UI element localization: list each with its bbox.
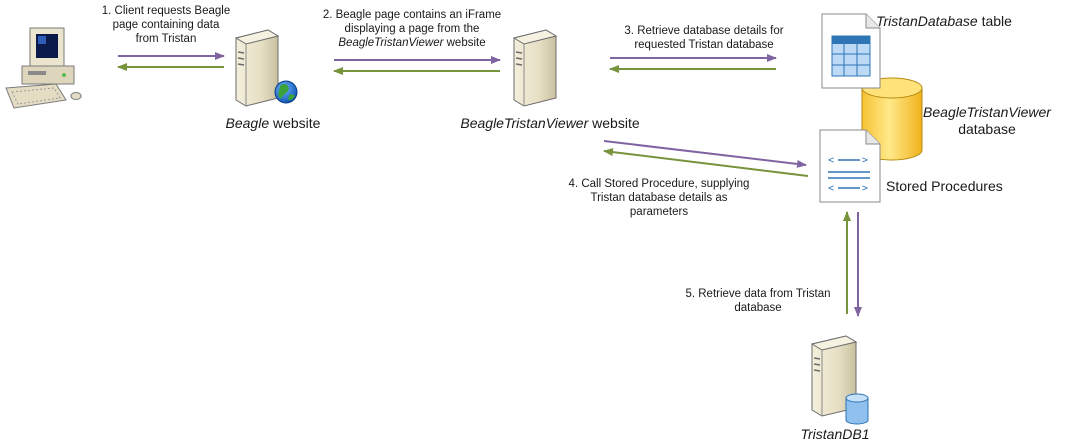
table-label: TristanDatabase table bbox=[876, 13, 1012, 29]
step2-label: 2. Beagle page contains an iFrame displa… bbox=[322, 9, 502, 49]
step3-label: 3. Retrieve database details for request… bbox=[624, 25, 784, 51]
svg-text:<: < bbox=[828, 155, 834, 166]
arrow-step4-response bbox=[603, 148, 809, 177]
desktop-computer-icon bbox=[5, 27, 82, 109]
stored-procedures-document-icon: < > < > bbox=[819, 129, 881, 203]
database-label: BeagleTristanViewer database bbox=[923, 104, 1051, 137]
step1-label: 1. Client requests Beagle page containin… bbox=[101, 5, 231, 45]
stored-procedures-label: Stored Procedures bbox=[886, 178, 1003, 194]
viewer-website-label: BeagleTristanViewer website bbox=[460, 115, 640, 131]
database-table-icon bbox=[821, 13, 881, 89]
tristan-db-label: TristanDB1 bbox=[800, 426, 870, 442]
beagle-website-label: Beagle website bbox=[225, 115, 321, 131]
web-server-icon bbox=[234, 29, 298, 107]
step5-label: 5. Retrieve data from Tristan database bbox=[685, 288, 831, 314]
svg-text:>: > bbox=[862, 183, 868, 194]
server-icon bbox=[512, 29, 558, 107]
arrow-step4-request bbox=[603, 140, 807, 168]
svg-text:<: < bbox=[828, 183, 834, 194]
database-server-icon bbox=[810, 335, 869, 425]
step4-label: 4. Call Stored Procedure, supplying Tris… bbox=[568, 178, 750, 218]
svg-text:>: > bbox=[862, 155, 868, 166]
